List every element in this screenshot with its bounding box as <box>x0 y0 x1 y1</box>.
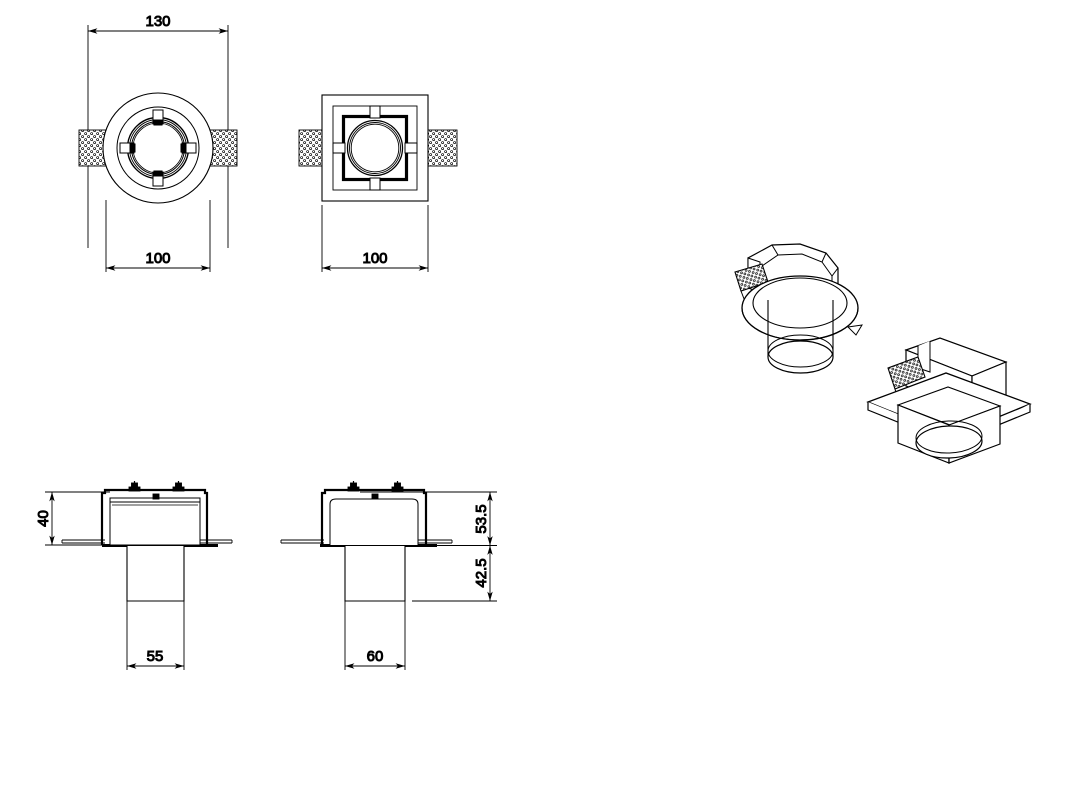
square-side-view: 53.5 42.5 60 <box>280 481 497 670</box>
round-barrel <box>126 546 185 602</box>
square-front-view: 100 <box>298 94 458 272</box>
round-aperture-edge <box>132 122 184 174</box>
round-top-screw-right <box>172 481 185 492</box>
round-isometric-view <box>734 243 863 374</box>
round-side-view: 40 55 <box>34 481 233 670</box>
round-housing-bracket <box>100 488 209 545</box>
round-iso-strap-edge-right <box>821 252 827 263</box>
square-cutout-width-dimension <box>321 205 429 272</box>
round-iso-trim-inner <box>752 277 848 329</box>
square-below-ceiling-height-label: 42.5 <box>473 558 490 587</box>
square-housing-bracket <box>320 488 428 545</box>
square-barrel-width-label: 60 <box>367 648 384 665</box>
square-iso-perforated-clip <box>887 356 926 390</box>
square-isometric-view <box>866 337 1032 464</box>
round-gimbal-pivots <box>129 119 187 177</box>
round-iso-barrel-sides <box>767 300 834 357</box>
round-center-nub <box>152 493 160 500</box>
round-barrel-width-label: 55 <box>147 648 164 665</box>
square-iso-aperture-inner <box>915 420 983 454</box>
square-aperture-inner-ring <box>350 123 400 173</box>
round-iso-latch-nub <box>846 324 863 336</box>
round-iso-strap-edge-left <box>771 244 779 256</box>
round-cutout-width-label: 100 <box>145 250 170 267</box>
square-top-screw-left <box>347 481 360 492</box>
square-barrel-width-dimension <box>344 600 406 670</box>
round-barrel-width-dimension <box>126 600 185 670</box>
round-body-height-label: 40 <box>35 510 52 527</box>
square-below-ceiling-height-dimension <box>412 545 497 602</box>
square-barrel <box>344 546 406 602</box>
square-spring-clips <box>280 539 453 544</box>
round-outer-width-label: 130 <box>145 13 170 30</box>
square-driver-box <box>329 498 419 545</box>
round-iso-strap-edge-bottom <box>831 267 839 277</box>
round-cutout-width-dimension <box>105 200 211 272</box>
square-gimbal-spokes <box>332 105 418 191</box>
square-top-screw-right <box>391 481 404 492</box>
round-front-view: 130 100 <box>78 13 238 272</box>
square-above-ceiling-height-label: 53.5 <box>473 504 490 533</box>
round-iso-trim-rim <box>741 307 859 341</box>
round-driver-box <box>109 497 201 546</box>
square-cutout-width-label: 100 <box>362 250 387 267</box>
round-body-height-dimension <box>45 491 110 546</box>
round-iso-barrel-bottom <box>767 340 834 374</box>
round-top-screw-left <box>128 481 141 492</box>
round-iso-barrel-aperture <box>767 334 834 368</box>
square-center-nub <box>371 493 379 500</box>
